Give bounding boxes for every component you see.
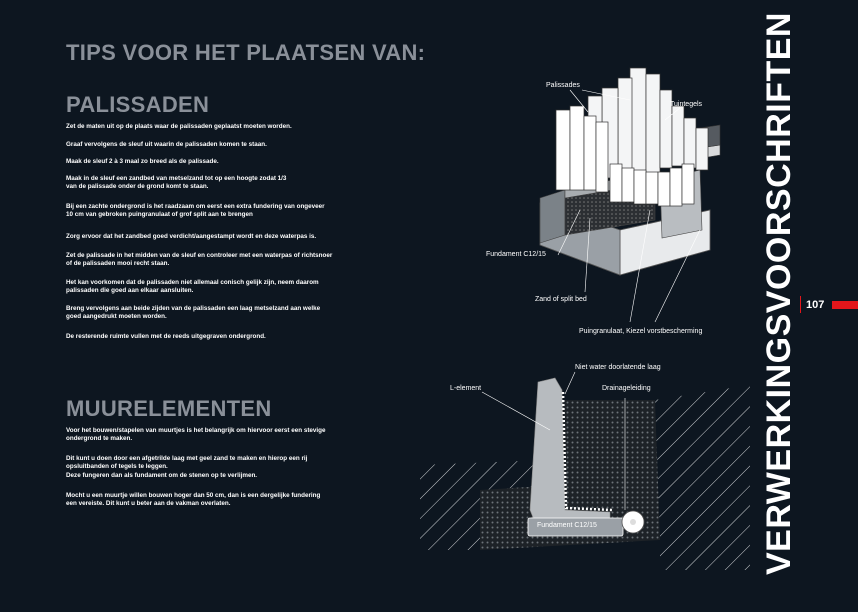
- paragraph: Het kan voorkomen dat de palissaden niet…: [66, 279, 319, 295]
- side-title: VERWERKINGSVOORSCHRIFTEN: [760, 12, 798, 575]
- label-tuintegels: Tuintegels: [670, 101, 703, 108]
- paragraph: Zet de maten uit op de plaats waar de pa…: [66, 123, 292, 130]
- paragraph: Graaf vervolgens de sleuf uit waarin de …: [66, 141, 267, 148]
- label-puin: Puingranulaat, Kiezel vorstbescherming: [579, 328, 703, 335]
- label-l-element: L-element: [450, 385, 482, 392]
- page-divider: [800, 296, 801, 313]
- label-zand: Zand of split bed: [535, 296, 587, 303]
- page-title: TIPS VOOR HET PLAATSEN VAN:: [66, 40, 426, 65]
- label-palissades: Palissades: [546, 82, 580, 89]
- label-niet-water: Niet water doorlatende laag: [575, 364, 661, 371]
- paragraph: Zorg ervoor dat het zandbed goed verdich…: [66, 233, 317, 240]
- paragraph: Maak in de sleuf een zandbed van metselz…: [66, 175, 287, 191]
- paragraph: Bij een zachte ondergrond is het raadzaa…: [66, 203, 325, 219]
- paragraph: Dit kunt u doen door een afgetrilde laag…: [66, 455, 308, 479]
- section-heading-muurelementen: MUURELEMENTEN: [66, 396, 272, 421]
- paragraph: Zet de palissade in het midden van de sl…: [66, 252, 333, 268]
- paragraph: De resterende ruimte vullen met de reeds…: [66, 333, 266, 340]
- label-fundament: Fundament C12/15: [486, 251, 546, 258]
- muurelementen-diagram: [420, 371, 750, 570]
- palissaden-diagram: [539, 67, 721, 323]
- label-drainage: Drainageleiding: [602, 385, 651, 392]
- paragraph: Breng vervolgens aan beide zijden van de…: [66, 305, 321, 321]
- paragraph: Maak de sleuf 2 à 3 maal zo breed als de…: [66, 158, 219, 165]
- paragraph: Mocht u een muurtje willen bouwen hoger …: [66, 492, 321, 508]
- accent-bar: [832, 301, 858, 309]
- paragraph: Voor het bouwen/stapelen van muurtjes is…: [66, 427, 326, 443]
- label-fundament-muur: Fundament C12/15: [537, 522, 597, 529]
- section-heading-palissaden: PALISSADEN: [66, 92, 210, 117]
- page-number: 107: [806, 299, 825, 311]
